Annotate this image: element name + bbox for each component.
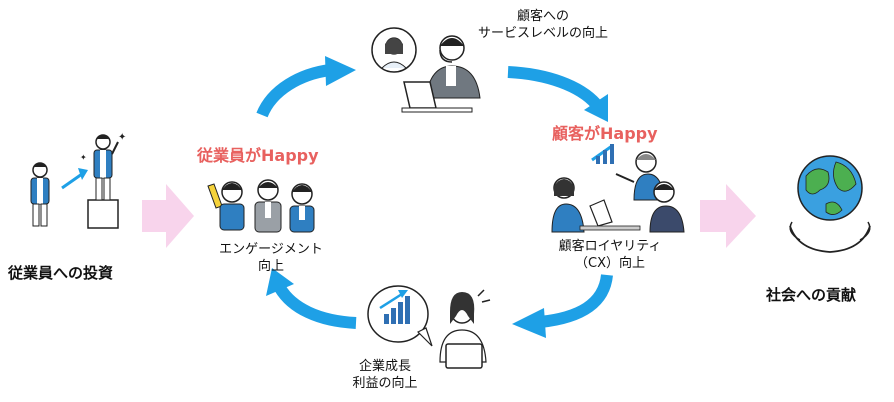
globe-hands-illustration — [789, 155, 871, 253]
label-customer-loyalty: 顧客ロイヤリティ （CX）向上 — [558, 239, 662, 271]
label-engagement: エンゲージメント 向上 — [219, 242, 323, 274]
svg-text:✦: ✦ — [80, 153, 87, 162]
pink-arrow-right — [700, 184, 756, 248]
blue-arrow-service-to-loyalty — [507, 66, 608, 122]
happy-customer-label: 顧客がHappy — [552, 124, 658, 143]
label-service-level: 顧客への サービスレベルの向上 — [477, 9, 608, 41]
label-company-growth: 企業成長 利益の向上 — [352, 359, 418, 391]
pink-arrow-left — [142, 184, 194, 248]
blue-arrow-growth-to-engagement — [266, 268, 357, 329]
blue-arrow-engagement-to-service — [256, 56, 356, 118]
right-label-social-contribution: 社会への貢献 — [766, 286, 857, 304]
happy-employee-label: 従業員がHappy — [197, 146, 319, 165]
employee-investment-illustration: ✦ ✦ — [30, 132, 126, 229]
svg-text:✦: ✦ — [118, 132, 126, 143]
operator-illustration — [371, 27, 481, 113]
left-label-employee-investment: 従業員への投資 — [8, 264, 114, 282]
blue-arrow-loyalty-to-growth — [512, 273, 613, 338]
happy-employees-illustration — [207, 179, 315, 233]
customer-meeting-illustration — [551, 144, 685, 233]
growth-illustration — [367, 285, 491, 369]
